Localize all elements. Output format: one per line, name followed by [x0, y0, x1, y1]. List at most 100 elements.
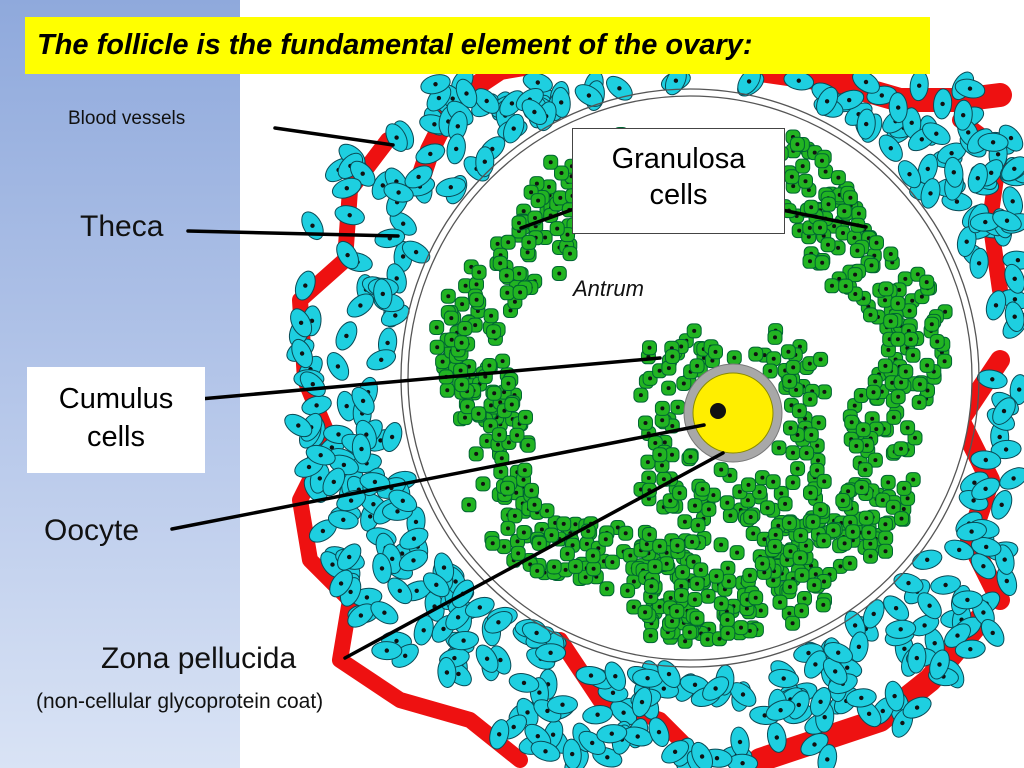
granulosa-cell — [866, 384, 881, 400]
granulosa-cell — [485, 535, 501, 551]
granulosa-cell — [556, 516, 572, 532]
theca-cell — [970, 553, 997, 580]
granulosa-cell — [851, 206, 867, 222]
granulosa-cell — [720, 625, 736, 641]
granulosa-cell — [911, 394, 927, 410]
granulosa-cell — [811, 415, 827, 431]
theca-cell — [448, 630, 480, 651]
granulosa-cell — [633, 387, 649, 403]
theca-cell — [413, 615, 434, 646]
theca-cell — [446, 133, 466, 165]
theca-cell — [420, 74, 451, 95]
granulosa-cell — [471, 406, 487, 422]
granulosa-cell — [672, 485, 688, 501]
granulosa-cell — [531, 535, 547, 551]
theca-cell — [399, 527, 429, 550]
theca-cell — [985, 290, 1007, 321]
granulosa-cell — [742, 567, 758, 583]
granulosa-cell — [440, 288, 456, 304]
theca-cell — [1004, 301, 1024, 332]
theca-cell — [547, 695, 578, 715]
granulosa-cell — [867, 452, 883, 468]
theca-cell — [970, 450, 1002, 470]
theca-cell — [489, 719, 510, 750]
theca-cell — [922, 122, 951, 146]
theca-cell — [322, 467, 346, 497]
theca-cell — [437, 657, 457, 688]
theca-cell — [464, 596, 495, 618]
theca-cell — [606, 75, 633, 101]
cumulus-label-line2: cells — [86, 421, 145, 453]
granulosa-cell — [586, 561, 602, 577]
granulosa-cell — [554, 165, 569, 181]
granulosa-cell — [683, 449, 698, 465]
theca-cell — [765, 699, 796, 721]
granulosa-cell — [546, 559, 562, 575]
granulosa-cell — [877, 516, 893, 532]
granulosa-cell — [877, 358, 893, 374]
granulosa-cell — [765, 474, 781, 490]
granulosa-cell — [869, 235, 884, 251]
theca-cell — [381, 421, 403, 453]
granulosa-cell — [435, 354, 451, 370]
theca-cell — [691, 741, 714, 768]
theca-cell-layer — [284, 66, 1024, 768]
theca-cell — [1001, 156, 1024, 182]
granulosa-cell — [713, 596, 729, 612]
oocyte-nucleus — [710, 403, 726, 419]
zona-pellucida-label: Zona pellucida — [101, 642, 297, 675]
granulosa-cell — [820, 237, 836, 253]
theca-cell — [817, 744, 838, 768]
theca-cell — [803, 650, 827, 679]
theca-cell — [582, 705, 613, 725]
granulosa-cell — [803, 485, 818, 501]
granulosa-cell — [900, 420, 916, 436]
theca-cell — [301, 211, 324, 241]
granulosa-cell — [883, 246, 899, 262]
theca-cell — [954, 78, 986, 99]
granulosa-cells-label-box: Granulosa cells — [572, 128, 785, 234]
theca-cell — [929, 649, 950, 680]
granulosa-cell — [499, 268, 515, 284]
granulosa-cell — [454, 296, 470, 312]
theca-cell — [387, 577, 413, 605]
theca-cell — [933, 88, 953, 120]
granulosa-cell — [669, 603, 685, 619]
theca-cell — [888, 92, 908, 124]
granulosa-cell — [543, 154, 559, 170]
granulosa-cell — [551, 266, 567, 281]
granulosa-cell — [880, 474, 896, 490]
theca-cell — [574, 84, 604, 107]
theca-cell — [596, 724, 628, 744]
granulosa-cell — [794, 567, 810, 583]
theca-cell — [455, 78, 478, 109]
granulosa-cell — [527, 497, 542, 513]
granulosa-cell — [781, 515, 797, 531]
granulosa-cell — [754, 556, 770, 572]
granulosa-label-line2: cells — [649, 179, 708, 211]
title-banner: The follicle is the fundamental element … — [25, 17, 930, 74]
granulosa-cell — [803, 199, 819, 215]
granulosa-cell — [686, 323, 702, 339]
granulosa-cell — [919, 274, 935, 290]
theca-cell — [373, 278, 393, 310]
granulosa-cell — [429, 320, 445, 335]
granulosa-cell — [748, 590, 764, 606]
granulosa-cell — [530, 193, 546, 209]
granulosa-cell — [500, 234, 516, 250]
granulosa-cell — [812, 220, 828, 236]
theca-cell — [885, 619, 917, 639]
granulosa-cell — [486, 385, 502, 401]
granulosa-cell — [620, 583, 636, 599]
granulosa-cell — [719, 495, 735, 511]
theca-cell — [912, 549, 943, 570]
granulosa-cell — [461, 497, 477, 513]
oocyte-cell — [692, 372, 774, 454]
theca-cell — [1004, 263, 1024, 294]
granulosa-cell — [687, 498, 703, 514]
theca-cell — [351, 386, 375, 415]
theca-cell — [308, 519, 337, 543]
granulosa-cell — [821, 196, 836, 212]
granulosa-cell — [521, 234, 537, 250]
